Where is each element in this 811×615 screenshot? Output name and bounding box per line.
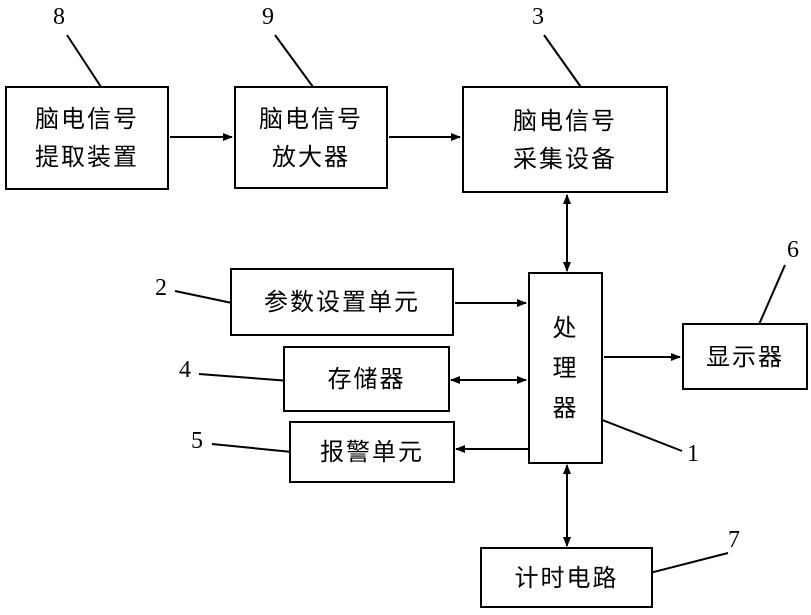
ref-number-5: 5 (191, 428, 203, 455)
alarm-unit: 报警单元 (289, 421, 455, 483)
leader-3 (544, 35, 583, 90)
block-label-line-1: 脑电信号 (35, 100, 139, 138)
leader-2 (175, 291, 232, 303)
leader-5 (212, 444, 292, 452)
block-label-line-1: 脑电信号 (259, 100, 363, 138)
leader-6 (757, 265, 785, 329)
leader-9 (275, 35, 316, 91)
block-label: 存储器 (328, 360, 406, 398)
eeg-signal-acquisition-device: 脑电信号 采集设备 (462, 86, 668, 193)
ref-number-4: 4 (179, 357, 191, 384)
block-label-line-2: 放大器 (272, 138, 350, 176)
block-label-line-2: 提取装置 (35, 138, 139, 176)
ref-number-8: 8 (53, 4, 65, 31)
ref-number-3: 3 (532, 4, 544, 31)
block-label: 报警单元 (320, 433, 424, 471)
ref-number-2: 2 (155, 275, 167, 302)
block-label: 参数设置单元 (264, 283, 420, 321)
parameter-setting-unit: 参数设置单元 (230, 268, 454, 336)
leader-4 (199, 374, 290, 381)
block-label: 显示器 (706, 338, 784, 376)
memory: 存储器 (283, 346, 450, 412)
leader-1 (592, 416, 682, 451)
processor-char-3: 器 (553, 388, 579, 428)
processor: 处 理 器 (528, 272, 603, 464)
display: 显示器 (682, 323, 808, 390)
ref-number-6: 6 (787, 237, 799, 264)
ref-number-7: 7 (728, 527, 740, 554)
ref-number-1: 1 (687, 441, 699, 468)
leader-8 (67, 35, 103, 90)
eeg-signal-amplifier: 脑电信号 放大器 (234, 86, 388, 189)
block-label-line-2: 采集设备 (513, 140, 617, 178)
eeg-signal-extraction-device: 脑电信号 提取装置 (5, 86, 169, 190)
timing-circuit: 计时电路 (480, 547, 653, 608)
processor-char-1: 处 (553, 308, 579, 348)
ref-number-9: 9 (262, 4, 274, 31)
block-label: 计时电路 (515, 559, 619, 597)
processor-char-2: 理 (553, 348, 579, 388)
block-label-line-1: 脑电信号 (513, 102, 617, 140)
